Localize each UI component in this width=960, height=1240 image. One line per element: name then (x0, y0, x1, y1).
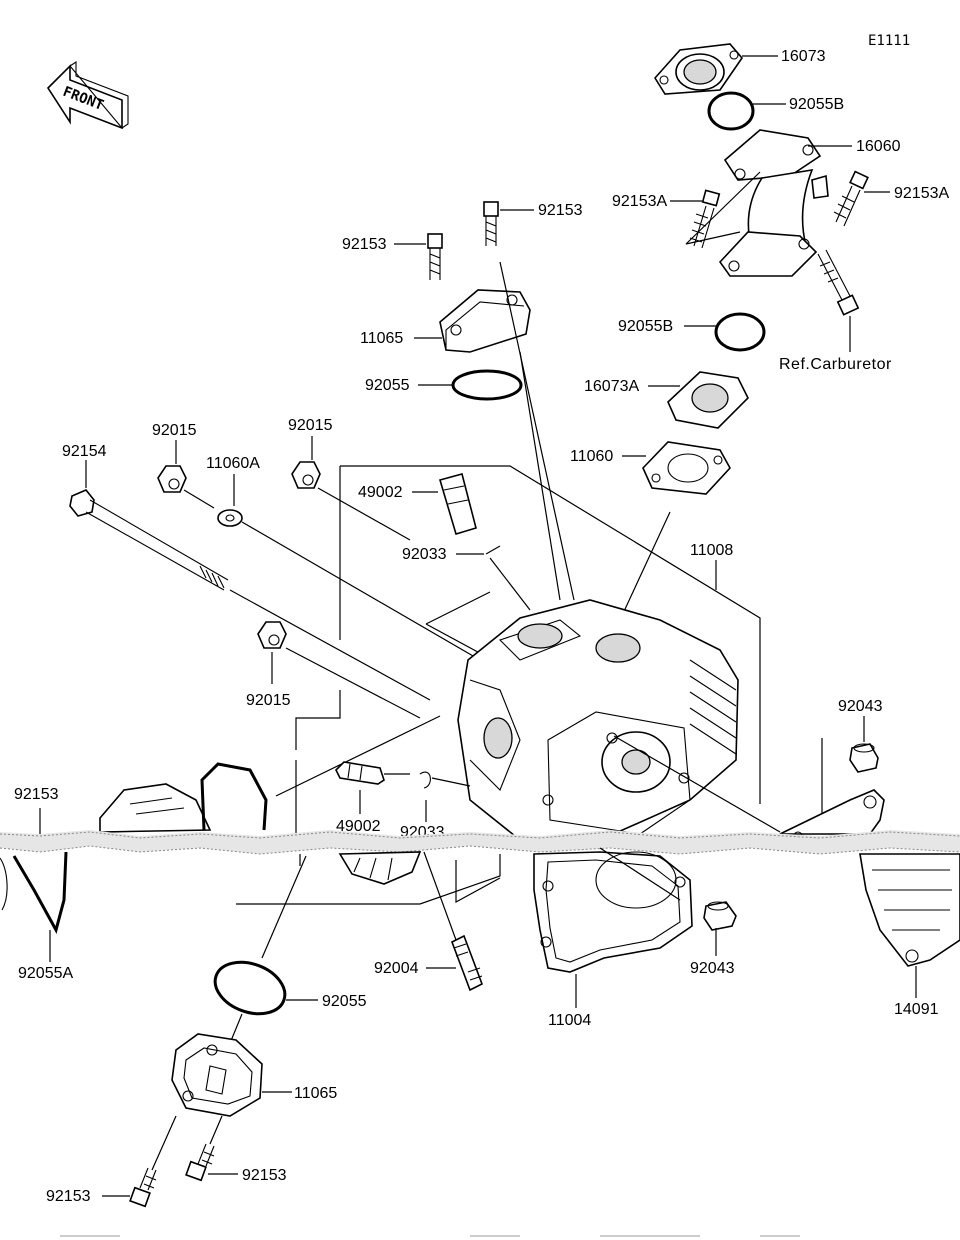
label-11060A: 11060A (206, 455, 260, 472)
stud-92004 (450, 934, 484, 992)
gasket-92055A-upper (200, 762, 268, 831)
label-92055A: 92055A (18, 965, 73, 982)
label-11008: 11008 (690, 542, 733, 559)
label-92015-c: 92015 (246, 692, 291, 709)
label-92153-left: 92153 (14, 786, 59, 803)
intake-pipe-16060 (718, 129, 829, 277)
gasket-11060 (642, 441, 731, 495)
label-92153-b: 92153 (342, 236, 387, 253)
label-92055B-mid: 92055B (618, 318, 673, 335)
label-92055-bottom: 92055 (322, 993, 367, 1010)
washer-11060A (217, 509, 243, 527)
bolt-92153-a (483, 201, 499, 246)
label-92153-a: 92153 (538, 202, 583, 219)
gasket-92055A-lower (12, 851, 68, 934)
stud-bolt-92154 (69, 489, 229, 591)
bolt-92153-bottom-left (129, 1167, 157, 1208)
nut-92015-a (157, 465, 187, 493)
label-92043-bottom: 92043 (690, 960, 735, 977)
label-11065-top: 11065 (360, 330, 403, 347)
label-14091: 14091 (894, 1001, 939, 1018)
intake-flange-16073 (654, 43, 744, 95)
label-92055-top: 92055 (365, 377, 410, 394)
cylinder-head-lower (338, 851, 422, 885)
label-92154: 92154 (62, 443, 107, 460)
o-ring-92055-top (451, 369, 523, 401)
cover-11065-bottom (171, 1033, 263, 1117)
label-92033-top: 92033 (402, 546, 447, 563)
label-92153A-right: 92153A (894, 185, 949, 202)
label-16060: 16060 (856, 138, 901, 155)
cylinder-head-11008 (457, 599, 739, 841)
label-92043-top: 92043 (838, 698, 883, 715)
label-92153A-left: 92153A (612, 193, 667, 210)
label-11065-bottom: 11065 (294, 1085, 337, 1102)
o-ring-92055-bottom (213, 960, 287, 1016)
valve-49002-bottom (335, 761, 385, 785)
label-49002-top: 49002 (358, 484, 403, 501)
label-49002-bottom: 49002 (336, 818, 381, 835)
label-92153-bottom-right: 92153 (242, 1167, 287, 1184)
label-11004: 11004 (548, 1012, 591, 1029)
bolt-92153-b (427, 233, 443, 280)
insulator-16073A (667, 371, 749, 429)
o-ring-92055B-mid (714, 312, 766, 352)
cam-cover-14091 (859, 853, 960, 967)
label-92004: 92004 (374, 960, 419, 977)
label-16073A: 16073A (584, 378, 639, 395)
label-11060: 11060 (570, 448, 613, 465)
o-ring-92055B-top (707, 91, 755, 131)
head-cover-left (99, 783, 212, 833)
bolt-92153A-left (689, 189, 721, 249)
clip-92033-bottom (419, 771, 431, 789)
torn-edge-band (0, 830, 960, 855)
dowel-92043-top (849, 743, 879, 773)
dowel-92043-bottom (703, 901, 737, 931)
bolt-92153A-right (833, 170, 869, 227)
label-92015-a: 92015 (152, 422, 197, 439)
nut-92015-c (257, 621, 287, 649)
cover-11065-top (439, 289, 531, 353)
label-16073: 16073 (781, 48, 826, 65)
front-arrow-icon: FRONT (46, 60, 129, 130)
label-92055B-top: 92055B (789, 96, 844, 113)
gasket-11004 (533, 851, 693, 973)
label-92153-bottom-left: 92153 (46, 1188, 91, 1205)
ref-carburetor-label: Ref.Carburetor (779, 356, 892, 373)
valve-49002-top (439, 473, 477, 535)
bolt-ref-carburetor (817, 249, 860, 316)
bolt-92153-bottom-right (185, 1143, 215, 1182)
diagram-code: E1111 (868, 33, 910, 49)
clip-92033-top (485, 545, 501, 555)
label-92015-b: 92015 (288, 417, 333, 434)
nut-92015-b (291, 461, 321, 489)
